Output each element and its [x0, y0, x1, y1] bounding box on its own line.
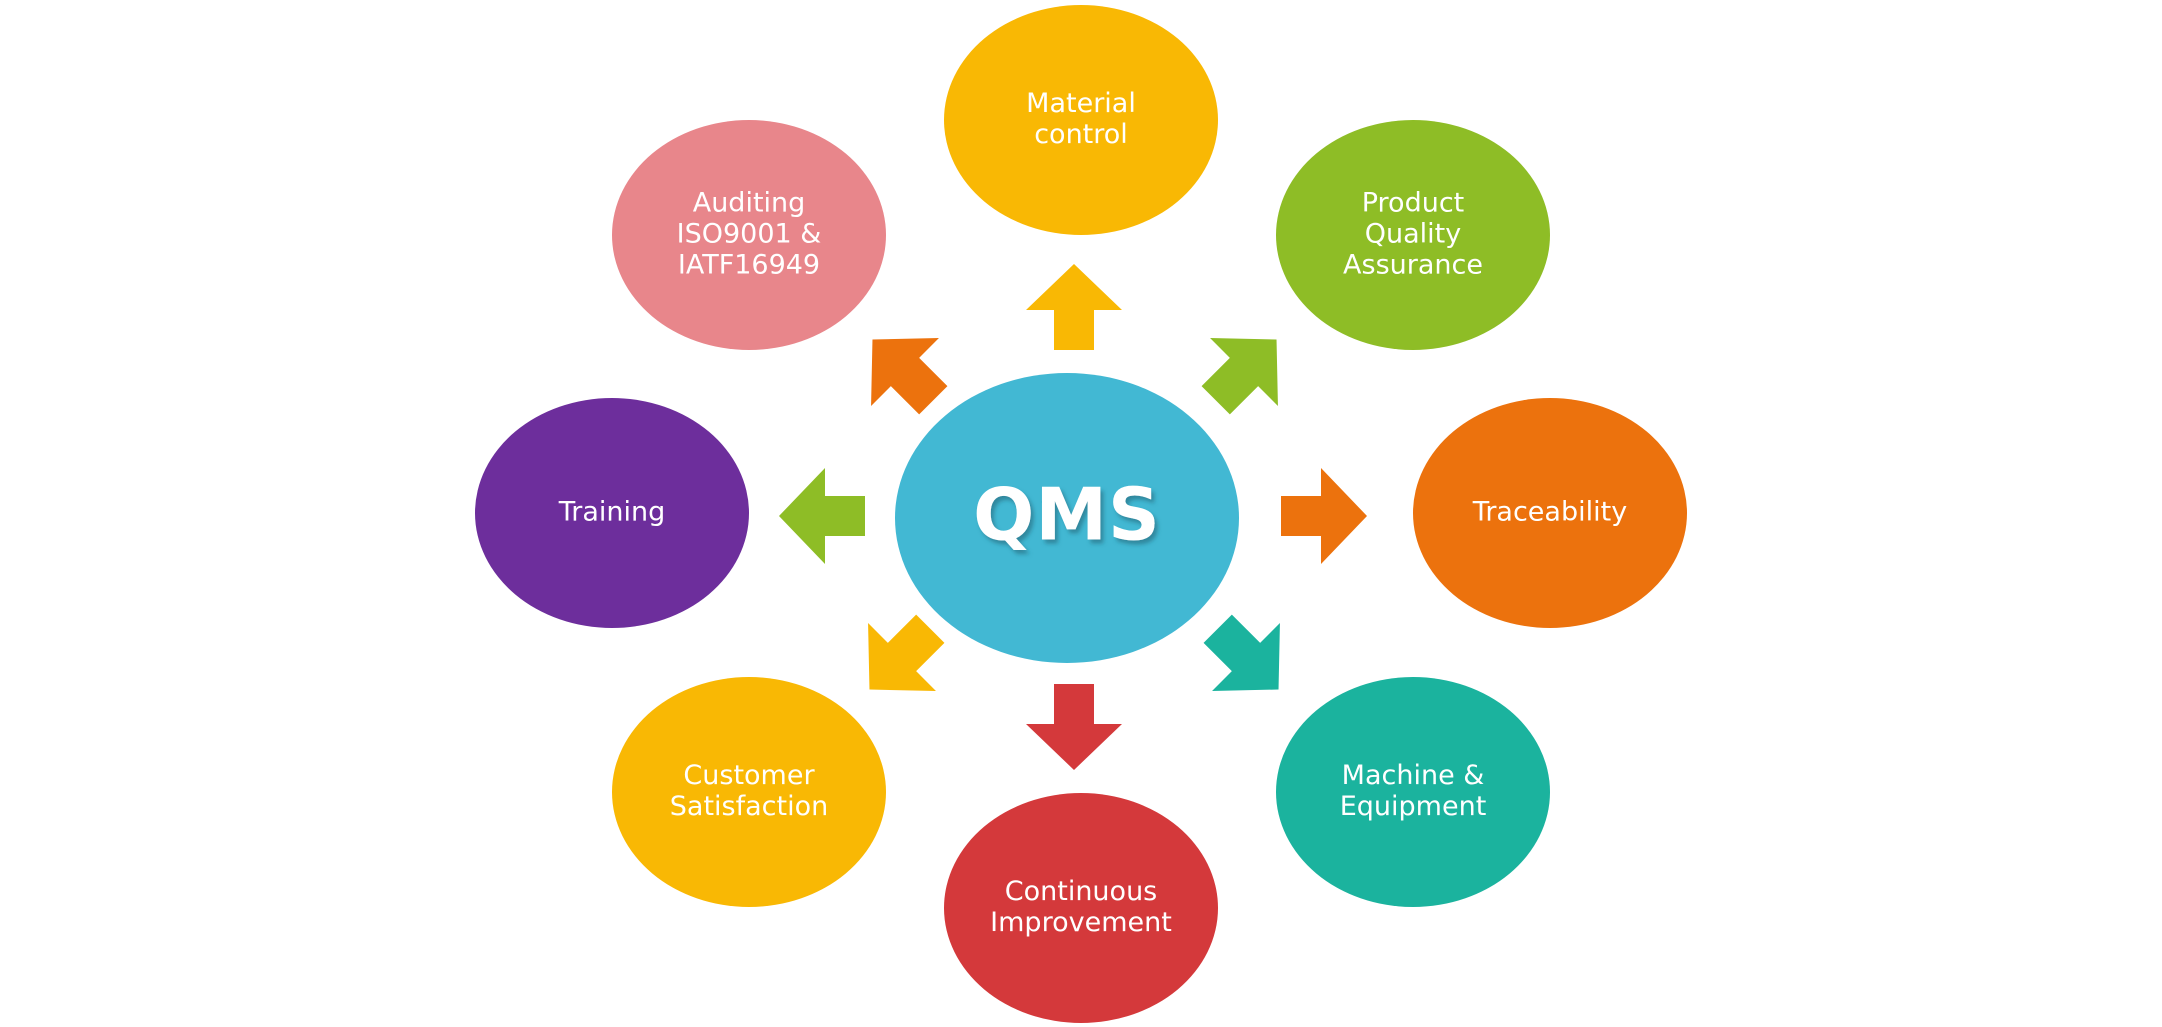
arrow-to-customer-satisfaction: [868, 614, 945, 691]
continuous-improvement-label-line: Improvement: [990, 907, 1172, 938]
center-label: QMS: [973, 473, 1161, 557]
machine-equipment-label-line: Equipment: [1340, 791, 1487, 822]
continuous-improvement-circle: [944, 793, 1218, 1023]
customer-satisfaction-label-line: Satisfaction: [670, 791, 828, 822]
arrow-to-traceability: [1281, 468, 1367, 564]
arrows-layer: [779, 264, 1367, 770]
arrow-to-training: [779, 468, 865, 564]
node-machine-equipment: Machine &Equipment: [1276, 677, 1550, 907]
arrow-to-material-control: [1026, 264, 1122, 350]
material-control-label-line: Material: [1026, 88, 1136, 119]
center-circle: [895, 373, 1239, 663]
arrow-to-auditing: [871, 338, 948, 415]
traceability-label-line: Traceability: [1472, 497, 1627, 528]
product-quality-assurance-label-line: Product: [1362, 188, 1465, 219]
material-control-label-line: control: [1034, 119, 1128, 150]
auditing-label-line: ISO9001 &: [677, 219, 822, 250]
arrow-to-machine-equipment: [1203, 614, 1280, 691]
auditing-circle: [612, 120, 886, 350]
training-circle: [475, 398, 749, 628]
customer-satisfaction-circle: [612, 677, 886, 907]
training-label-line: Training: [558, 497, 666, 528]
auditing-label-line: IATF16949: [678, 250, 820, 281]
machine-equipment-label-line: Machine &: [1342, 760, 1485, 791]
node-training: Training: [475, 398, 749, 628]
arrow-to-product-quality-assurance: [1201, 338, 1278, 415]
customer-satisfaction-label-line: Customer: [683, 760, 815, 791]
auditing-label-line: Auditing: [693, 188, 806, 219]
material-control-circle: [944, 5, 1218, 235]
product-quality-assurance-label-line: Quality: [1365, 219, 1461, 250]
machine-equipment-circle: [1276, 677, 1550, 907]
product-quality-assurance-label-line: Assurance: [1343, 250, 1483, 281]
node-traceability: Traceability: [1413, 398, 1687, 628]
arrow-to-continuous-improvement: [1026, 684, 1122, 770]
nodes-layer: MaterialcontrolProductQualityAssuranceTr…: [475, 5, 1687, 1023]
traceability-circle: [1413, 398, 1687, 628]
continuous-improvement-label-line: Continuous: [1005, 876, 1158, 907]
product-quality-assurance-circle: [1276, 120, 1550, 350]
center-hub: QMS: [895, 373, 1239, 663]
